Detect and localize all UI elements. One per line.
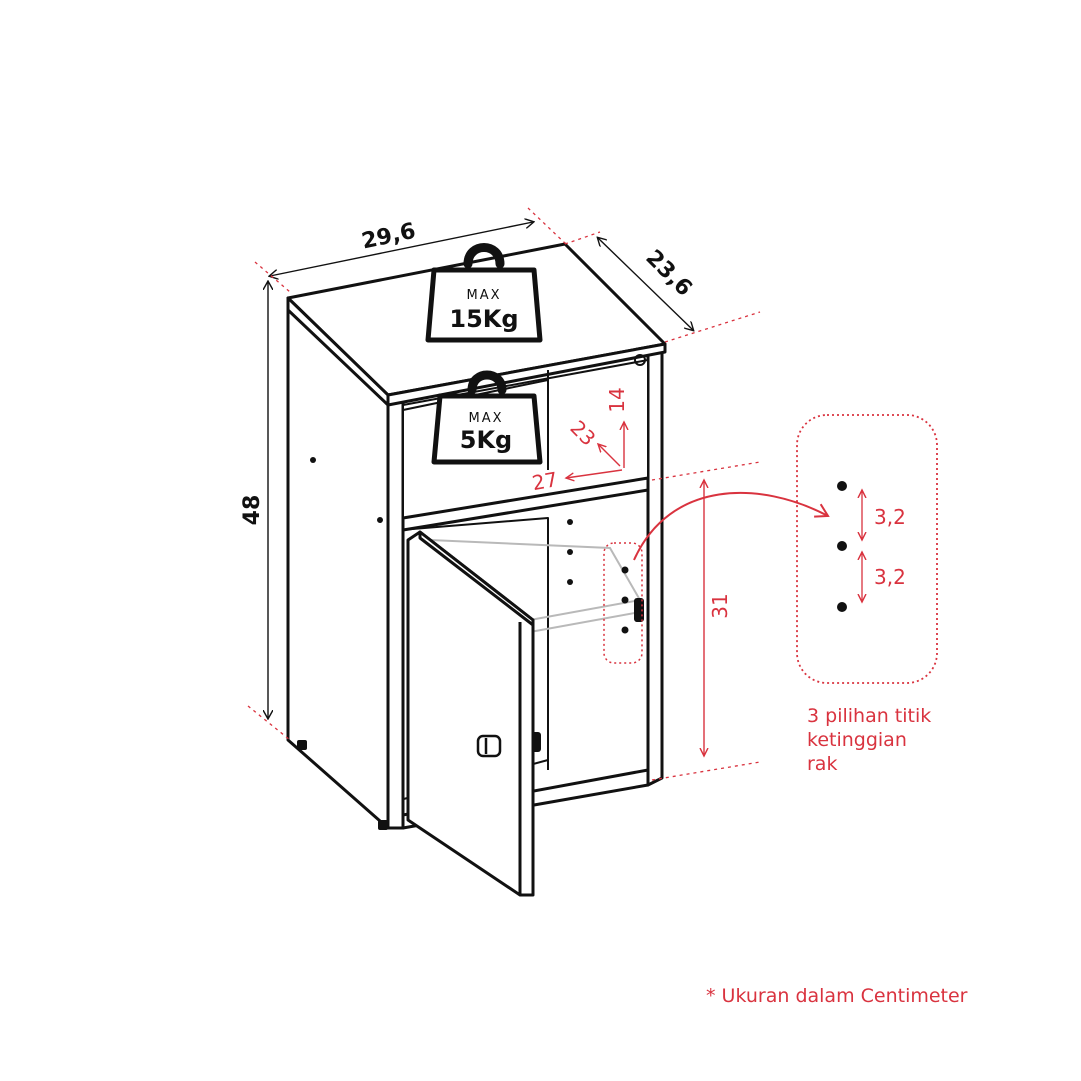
callout-label: 3 pilihan titik ketinggian rak <box>807 704 967 776</box>
door-section-height-label: 31 <box>708 593 732 618</box>
weight-icon: MAX 5Kg <box>431 370 543 465</box>
units-note: * Ukuran dalam Centimeter <box>706 985 968 1007</box>
dimension-lines <box>247 207 761 781</box>
open-shelf-board <box>401 476 650 532</box>
width-label: 29,6 <box>360 219 418 255</box>
hole-detail-callout: 3,2 3,2 <box>796 414 938 684</box>
weight-value-top: 15Kg <box>449 305 518 333</box>
cabinet-top-front-edge <box>386 342 667 407</box>
callout-line-3: rak <box>807 753 838 775</box>
hole-spacing-label-2: 3,2 <box>874 565 906 589</box>
weight-value-shelf: 5Kg <box>460 426 512 454</box>
cabinet-door <box>406 530 535 897</box>
shelf-holes <box>310 354 646 634</box>
shelf-width-label: 27 <box>530 467 559 495</box>
weight-max-label-top: MAX <box>466 288 501 303</box>
shelf-dimension-lines <box>566 422 704 756</box>
callout-line-1: 3 pilihan titik <box>807 705 932 727</box>
shelf-height-label: 14 <box>605 387 629 412</box>
depth-label: 23,6 <box>641 245 697 301</box>
door-knob-icon <box>476 734 502 758</box>
height-label: 48 <box>240 495 265 526</box>
cabinet-right-side <box>646 346 664 787</box>
weight-max-label-shelf: MAX <box>468 411 503 426</box>
cabinet-feet <box>297 740 388 830</box>
curved-arrow-icon <box>633 492 830 561</box>
cabinet-front-post <box>386 393 405 830</box>
callout-line-2: ketinggian <box>807 729 907 751</box>
hole-spacing-label-1: 3,2 <box>874 505 906 529</box>
